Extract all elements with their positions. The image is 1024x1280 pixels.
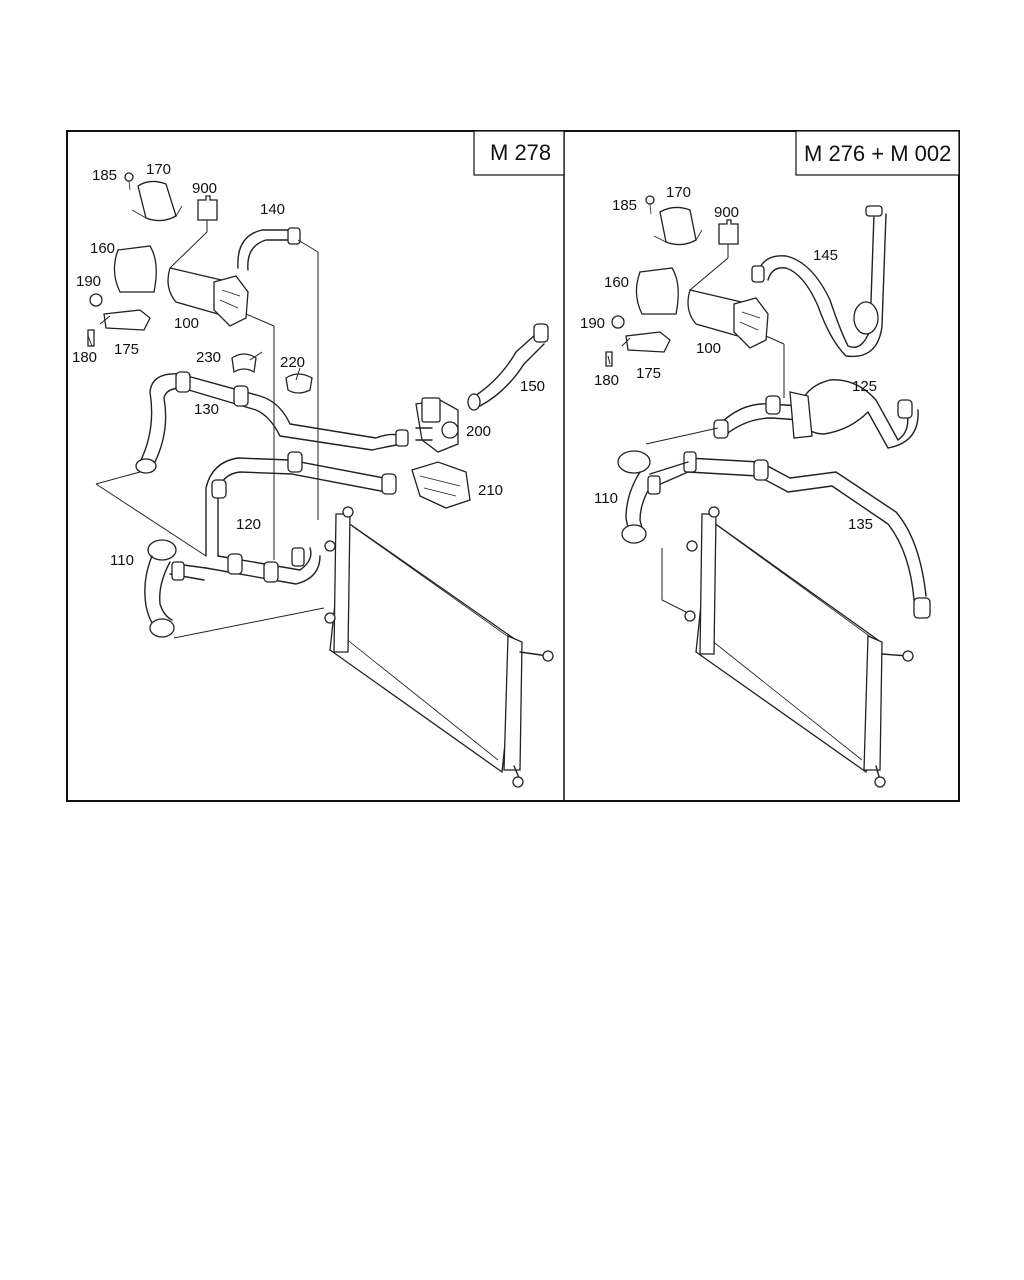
label-130: 130 [194,401,219,418]
panel-title-box [473,130,565,176]
label-210: 210 [478,482,503,499]
label-160: 160 [604,274,629,291]
hose-145 [751,205,887,358]
label-125: 125 [852,378,877,395]
radiator-right [684,506,914,788]
bracket-175 [103,309,151,331]
valve-200 [415,397,459,453]
nut-190 [89,293,103,307]
sleeve-160 [113,245,157,293]
label-100: 100 [174,315,199,332]
pump-100 [167,267,275,560]
panel-m278: M 278 [72,130,565,788]
clip-180 [87,329,95,347]
label-150: 150 [520,378,545,395]
label-110: 110 [110,552,134,569]
clip-230 [231,353,257,374]
hose-110 [144,539,207,638]
clamp-220 [285,373,313,394]
hose-140 [237,229,295,271]
label-900: 900 [192,180,217,197]
panel-title-box [795,130,960,176]
label-230: 230 [196,349,221,366]
clamp-170 [124,172,183,222]
label-170: 170 [666,184,691,201]
panel-title: M 276 + M 002 [804,141,951,166]
hose-130 [135,371,409,474]
nut-190 [611,315,625,329]
hose-110 [617,450,689,544]
label-220: 220 [280,354,305,371]
panel-m276-m002: M 276 + M 002 [580,130,960,788]
connector-900 [197,195,218,221]
label-170: 170 [146,161,171,178]
label-140: 140 [260,201,285,218]
label-180: 180 [594,372,619,389]
label-120: 120 [236,516,261,533]
panel-title: M 278 [490,140,551,165]
label-900: 900 [714,204,739,221]
bracket-175 [625,331,671,353]
label-100: 100 [696,340,721,357]
label-175: 175 [114,341,139,358]
label-185: 185 [612,197,637,214]
label-110: 110 [594,490,618,507]
bracket-210 [411,461,471,509]
pump-100 [687,289,785,398]
label-190: 190 [76,273,101,290]
clamp-170 [645,195,703,246]
label-190: 190 [580,315,605,332]
sleeve-160 [635,267,679,315]
connector-900 [718,219,739,245]
label-175: 175 [636,365,661,382]
hose-150 [467,323,549,411]
hose-125 [713,379,919,449]
hose-120 [205,451,397,585]
radiator-left [324,506,554,788]
label-135: 135 [848,516,873,533]
label-200: 200 [466,423,491,440]
label-185: 185 [92,167,117,184]
label-145: 145 [813,247,838,264]
hose-135 [683,451,931,619]
label-180: 180 [72,349,97,366]
label-160: 160 [90,240,115,257]
